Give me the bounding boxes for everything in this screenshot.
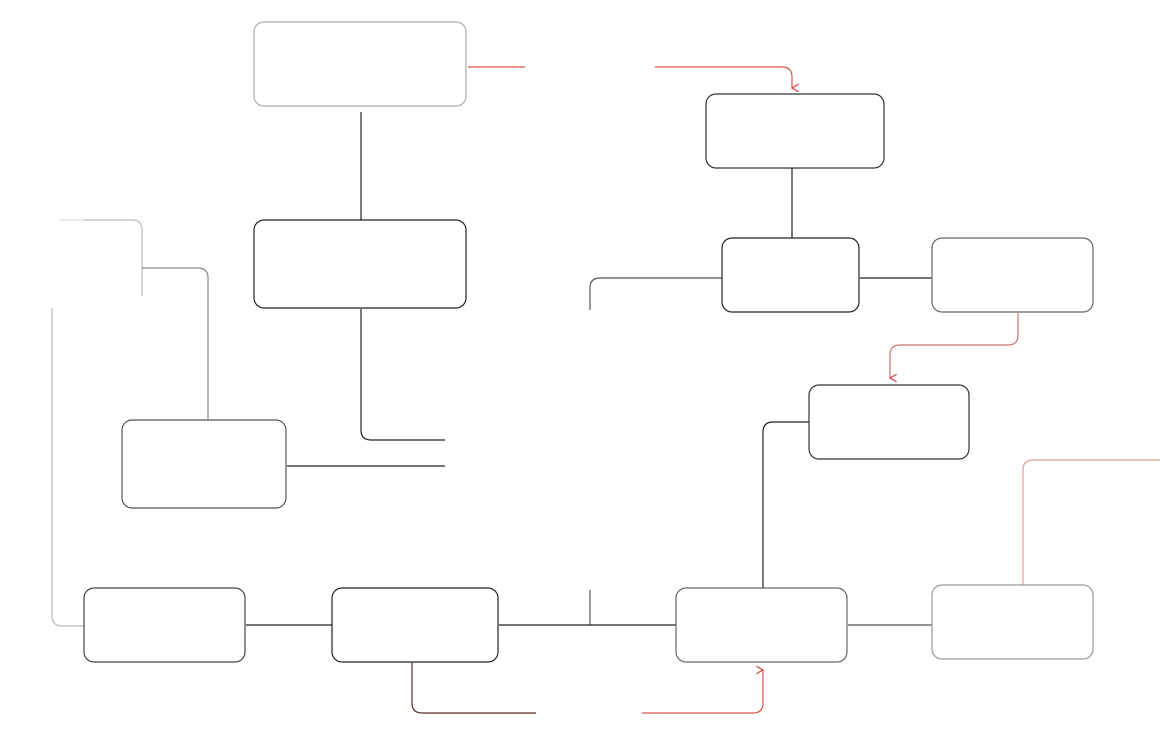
edge-red-top-right-arrow (655, 66, 792, 88)
edge-bottom3-centerright (762, 421, 809, 588)
edge-left-node-top (142, 267, 209, 420)
edges (51, 112, 932, 714)
node-far-right[interactable] (931, 237, 1094, 313)
node-left[interactable] (121, 419, 287, 509)
node-bottom-2[interactable] (331, 587, 499, 663)
edge-midleft-down (360, 309, 445, 441)
node-top-left[interactable] (253, 21, 467, 107)
edge-red-farright-centerright-arrow (890, 313, 1019, 378)
node-bottom-4[interactable] (931, 584, 1094, 660)
edge-farleft-top (84, 219, 143, 296)
node-mid-right[interactable] (721, 237, 860, 313)
node-top-right[interactable] (705, 93, 885, 169)
node-bottom-3[interactable] (675, 587, 848, 663)
highlight-edges (468, 66, 1160, 714)
node-mid-left[interactable] (253, 219, 467, 309)
edge-red-bottom-arrow (642, 670, 763, 714)
node-bottom-1[interactable] (83, 587, 246, 663)
edge-bottom2-down (411, 662, 536, 714)
edge-left-vertical (51, 308, 84, 627)
edge-red-right-up (1022, 459, 1160, 585)
edge-midright-left-branch (589, 277, 722, 310)
nodes (83, 21, 1094, 663)
node-center-right[interactable] (808, 384, 970, 460)
